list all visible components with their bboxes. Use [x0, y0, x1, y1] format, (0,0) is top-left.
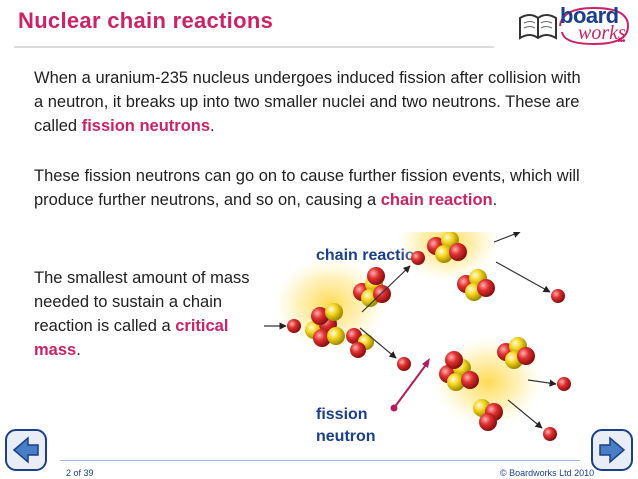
logo-dots: •••: [617, 36, 625, 47]
term-fission-neutrons: fission neutrons: [81, 117, 211, 135]
header-divider: [14, 46, 494, 48]
critical-text: The smallest amount of mass needed to su…: [34, 269, 250, 335]
boardworks-logo: board works •••: [516, 2, 634, 54]
daughter-nucleus: [473, 399, 503, 431]
term-chain-reaction: chain reaction: [380, 191, 493, 209]
book-icon: [519, 14, 557, 40]
logo-word-works: works: [578, 22, 626, 44]
uranium-nucleus: [439, 351, 479, 391]
fission-neutron: [493, 232, 521, 243]
intro-end: .: [210, 117, 215, 135]
next-slide-button[interactable]: [590, 428, 634, 472]
daughter-nucleus: [497, 337, 535, 369]
intro-text: When a uranium-235 nucleus undergoes ind…: [34, 69, 581, 135]
fission-neutron: [507, 399, 557, 441]
chain-paragraph: These fission neutrons can go on to caus…: [34, 164, 594, 212]
fission-neutron-label: fission neutron: [316, 404, 376, 448]
fission-neutron: [361, 251, 425, 313]
chain-end: .: [492, 191, 498, 209]
fission-neutron: [359, 327, 411, 371]
arrow-left-icon: [12, 436, 39, 464]
fission-neutron: [527, 377, 571, 391]
intro-paragraph: When a uranium-235 nucleus undergoes ind…: [34, 66, 594, 138]
slide-title: Nuclear chain reactions: [18, 8, 274, 33]
uranium-nucleus: [427, 232, 467, 263]
incoming-neutron: [264, 319, 301, 333]
logo-swirl: [559, 6, 630, 46]
fission-neutron-callout: [390, 358, 430, 412]
arrow-right-icon: [599, 436, 626, 464]
fission-label-line2: neutron: [316, 428, 376, 445]
fission-label-line1: fission: [316, 406, 368, 423]
logo-word-board: board: [560, 3, 619, 28]
previous-slide-button[interactable]: [4, 428, 48, 472]
daughter-nucleus: [346, 328, 374, 358]
slide-content: When a uranium-235 nucleus undergoes ind…: [0, 58, 638, 448]
footer-divider: [60, 460, 580, 461]
critical-end: .: [76, 341, 81, 359]
page-number: 2 of 39: [66, 468, 94, 478]
daughter-nucleus: [457, 269, 495, 301]
copyright-notice: © Boardworks Ltd 2010: [500, 468, 595, 478]
fission-neutron: [495, 261, 565, 303]
chain-text: These fission neutrons can go on to caus…: [34, 167, 580, 209]
daughter-nucleus: [353, 267, 391, 307]
term-critical-mass: critical mass: [34, 317, 229, 359]
slide-footer: 2 of 39 © Boardworks Ltd 2010: [0, 448, 638, 479]
critical-mass-paragraph: The smallest amount of mass needed to su…: [34, 266, 254, 362]
chain-reaction-diagram: [264, 232, 571, 441]
slide-header: Nuclear chain reactions board works •••: [0, 0, 638, 58]
uranium-nucleus: [305, 303, 345, 347]
